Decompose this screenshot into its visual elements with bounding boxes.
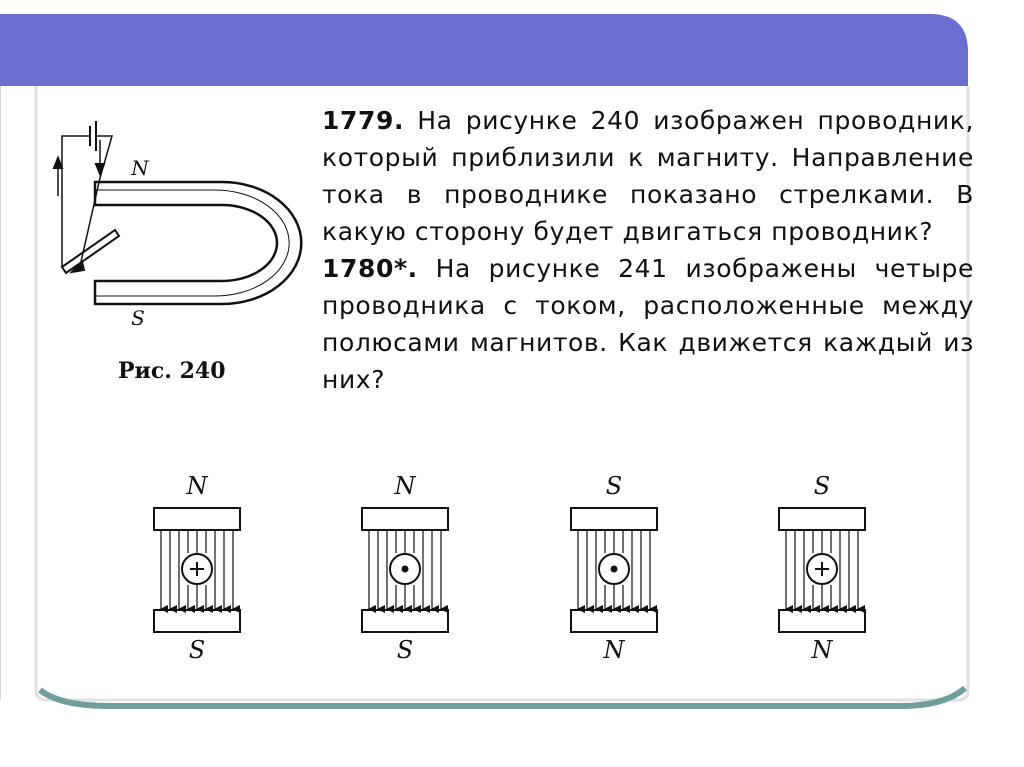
magnet-2-top-pole-label: N <box>394 472 416 500</box>
wire-right <box>79 135 113 267</box>
magnet-bottom-plate <box>153 609 241 633</box>
figure-240-caption: Рис. 240 <box>118 358 226 384</box>
figure-240-pole-n: N <box>131 156 149 180</box>
problem-1780-text: На рисунке 241 изображены четыре проводн… <box>322 254 974 394</box>
figure-240-pole-s: S <box>131 306 145 330</box>
magnet-1-bottom-pole-label: S <box>188 636 206 664</box>
problem-1779-number: 1779. <box>322 106 405 135</box>
magnet-4-bottom-pole-label: N <box>811 636 833 664</box>
horseshoe-magnet <box>93 180 303 306</box>
magnet-3 <box>570 507 658 633</box>
magnet-bottom-plate <box>570 609 658 633</box>
problem-1780: 1780*. На рисунке 241 изображены четыре … <box>322 250 974 398</box>
magnet-top-plate <box>361 507 449 531</box>
problem-1780-number: 1780*. <box>322 254 418 283</box>
magnet-1 <box>153 507 241 633</box>
conductor-bar <box>60 228 121 275</box>
current-out-of-page-mark <box>610 565 618 573</box>
wire-left <box>61 135 90 268</box>
magnet-3-top-pole-label: S <box>605 472 623 500</box>
bottom-accent <box>38 685 968 709</box>
magnet-top-plate <box>778 507 866 531</box>
magnet-1-top-pole-label: N <box>186 472 208 500</box>
magnet-4-top-pole-label: S <box>813 472 831 500</box>
magnet-bottom-plate <box>778 609 866 633</box>
problem-1779: 1779. На рисунке 240 изображен проводник… <box>322 102 974 250</box>
header-band <box>0 14 968 86</box>
magnet-top-plate <box>570 507 658 531</box>
current-out-of-page-mark <box>401 565 409 573</box>
magnet-2 <box>361 507 449 633</box>
problem-1779-text: На рисунке 240 изображен проводник, кото… <box>322 106 974 246</box>
magnet-2-bottom-pole-label: S <box>396 636 414 664</box>
slide-frame <box>34 86 970 702</box>
magnet-4 <box>778 507 866 633</box>
magnet-bottom-plate <box>361 609 449 633</box>
problem-text: 1779. На рисунке 240 изображен проводник… <box>322 102 974 398</box>
magnet-3-bottom-pole-label: N <box>603 636 625 664</box>
magnet-top-plate <box>153 507 241 531</box>
